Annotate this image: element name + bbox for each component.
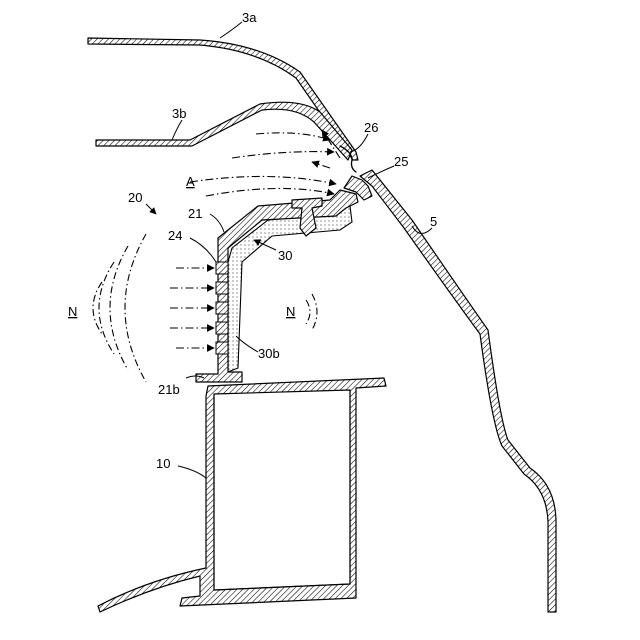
label-25: 25 xyxy=(394,154,408,169)
member-10-inner xyxy=(214,390,350,590)
label-5: 5 xyxy=(430,214,437,229)
airflow-lines xyxy=(190,130,340,196)
label-24: 24 xyxy=(168,228,182,243)
member-10 xyxy=(98,378,386,612)
label-A: A xyxy=(186,174,195,189)
label-N-left: N xyxy=(68,304,77,319)
label-3a: 3a xyxy=(242,10,257,25)
member-5 xyxy=(360,170,556,612)
noise-wavefronts-right xyxy=(306,294,317,330)
label-20: 20 xyxy=(128,190,142,205)
label-10: 10 xyxy=(156,456,170,471)
label-26: 26 xyxy=(364,120,378,135)
label-N-right: N xyxy=(286,304,295,319)
noise-wavefronts-left xyxy=(93,234,146,382)
label-3b: 3b xyxy=(172,106,186,121)
label-21: 21 xyxy=(188,206,202,221)
label-30: 30 xyxy=(278,248,292,263)
label-30b: 30b xyxy=(258,346,280,361)
noise-arrows xyxy=(170,268,214,348)
label-21b: 21b xyxy=(158,382,180,397)
